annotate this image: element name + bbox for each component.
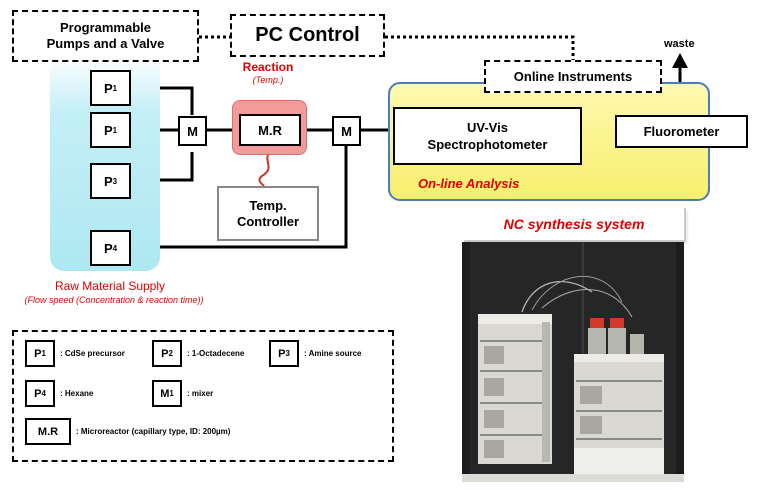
mixer-1: M [178, 116, 207, 146]
pump-p3-letter: P [103, 173, 113, 189]
legend-p4-letter: P [34, 387, 42, 400]
pump-p1a-letter: P [103, 80, 113, 96]
raw-supply-title: Raw Material Supply [54, 279, 166, 293]
pc-control-label: PC Control [255, 24, 360, 46]
pump-p4-letter: P [103, 240, 113, 256]
legend-box [12, 330, 394, 462]
raw-supply-sub: (Flow speed (Concentration & reaction ti… [24, 295, 204, 305]
p1a-to-mixer [178, 86, 194, 115]
legend-p3-letter: P [278, 347, 286, 360]
temp-controller-line2: Controller [236, 213, 300, 229]
legend-p4-sub: 4 [41, 389, 46, 398]
uvvis-line1: UV-Vis [467, 120, 508, 135]
online-instruments-box: Online Instruments [484, 60, 662, 93]
legend-p1-text: : CdSe precursor [60, 349, 125, 358]
pumps-valve-box: Programmable Pumps and a Valve [12, 10, 199, 62]
legend-p3-sub: 3 [285, 349, 290, 358]
p4-line [131, 146, 348, 249]
pump-p4-sub: 4 [112, 243, 118, 253]
pump-p3-sub: 3 [112, 176, 118, 186]
pump-p1a-sub: 1 [112, 83, 118, 93]
mixer-2-label: M [341, 123, 352, 139]
online-analysis-label: On-line Analysis [418, 176, 520, 191]
system-photo [462, 242, 684, 482]
legend-p1-sub: 1 [41, 349, 46, 358]
pc-to-online-link [385, 35, 575, 60]
fluorometer-label: Fluorometer [643, 124, 720, 139]
legend-mr-text: : Microreactor (capillary type, ID: 200µ… [76, 427, 231, 436]
temp-controller-line1: Temp. [249, 197, 287, 213]
legend-p2-text: : 1-Octadecene [187, 349, 245, 358]
legend-m1-text: : mixer [187, 389, 214, 398]
nc-title-box: NC synthesis system [464, 208, 686, 242]
nc-title: NC synthesis system [503, 216, 645, 232]
mixer-2: M [332, 116, 361, 146]
uvvis-line2: Spectrophotometer [427, 137, 548, 152]
legend-mr-box: M.R [25, 418, 71, 445]
microreactor-box: M.R [239, 114, 301, 146]
pump-p1b-sub: 1 [112, 125, 118, 135]
legend-m1-letter: M [160, 387, 170, 400]
legend-p3-text: : Amine source [304, 349, 362, 358]
uvvis-box: UV-Vis Spectrophotometer [393, 107, 582, 165]
legend-p2-letter: P [161, 347, 169, 360]
mixer-1-label: M [187, 123, 198, 139]
fluorometer-box: Fluorometer [615, 115, 748, 148]
pumps-valve-line2: Pumps and a Valve [46, 36, 165, 51]
legend-p2-sub: 2 [168, 349, 173, 358]
legend-p1-letter: P [34, 347, 42, 360]
reaction-sub: (Temp.) [252, 75, 284, 85]
pc-control-box: PC Control [230, 14, 385, 57]
legend-p4-text: : Hexane [60, 389, 94, 398]
temp-controller-box: Temp. Controller [217, 186, 319, 241]
online-instruments-label: Online Instruments [513, 69, 633, 84]
pumps-valve-line1: Programmable [59, 20, 152, 35]
legend-mr-letter: M.R [37, 425, 59, 438]
waste-arrow-head [672, 53, 688, 68]
reaction-title: Reaction [242, 60, 294, 74]
microreactor-label: M.R [258, 122, 282, 138]
waste-label: waste [664, 38, 695, 50]
temp-wire [258, 151, 271, 187]
legend-m1-sub: 1 [169, 389, 174, 398]
pump-p1b-letter: P [103, 122, 113, 138]
